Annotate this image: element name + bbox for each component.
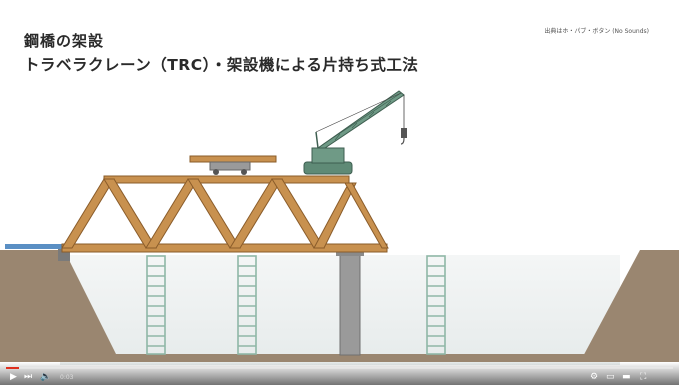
abutment-deck — [5, 244, 67, 249]
miniplayer-icon[interactable]: ▭ — [606, 372, 615, 382]
right-bank — [580, 250, 679, 362]
pier-cap — [336, 251, 364, 256]
fullscreen-icon[interactable]: ⛶ — [640, 372, 647, 382]
slide-title: 鋼橋の架設 — [24, 32, 105, 50]
play-icon[interactable]: ▶ — [10, 372, 17, 382]
river-bed — [100, 354, 600, 362]
theater-icon[interactable]: ▬ — [622, 372, 631, 382]
next-icon[interactable]: ⏭ — [24, 372, 33, 382]
bridge-pier — [339, 254, 361, 356]
settings-icon[interactable]: ⚙ — [590, 372, 599, 382]
scaffold-bent-3 — [426, 255, 446, 355]
credit-text: 出典はホ・パブ・ボタン (No Sounds) — [544, 28, 649, 35]
progress-bar[interactable] — [6, 367, 673, 369]
scaffold-bent-1 — [146, 255, 166, 355]
traveler-crane — [303, 90, 407, 175]
time-label: 0:03 — [60, 374, 74, 381]
slide-subtitle: トラベラクレーン（TRC）・架設機による片持ち式工法 — [24, 56, 419, 74]
left-bank — [0, 250, 120, 362]
truss-girder — [61, 175, 389, 253]
girder-segment-carriage — [189, 155, 277, 175]
player-controls: ▶ ⏭ 🔈 0:03 ⚙ ▭ ▬ ⛶ — [0, 362, 679, 385]
scaffold-bent-2 — [237, 255, 257, 355]
progress-fill — [6, 367, 20, 369]
volume-icon[interactable]: 🔈 — [40, 372, 52, 382]
